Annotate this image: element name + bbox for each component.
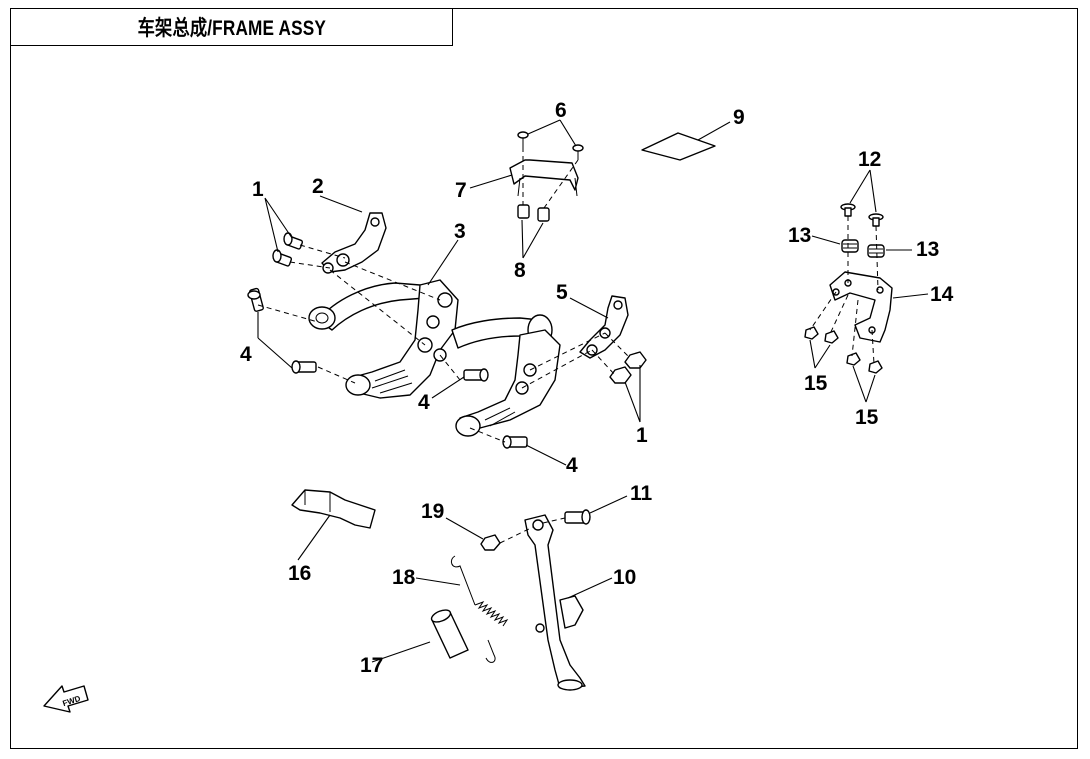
part-13-grommets xyxy=(841,239,885,258)
callout-14: 14 xyxy=(930,283,954,306)
page-title: 车架总成/FRAME ASSY xyxy=(137,17,326,40)
callout-9: 9 xyxy=(733,106,745,129)
callout-16: 16 xyxy=(288,562,311,585)
callout-leader-lines xyxy=(257,119,929,663)
callout-4-left: 4 xyxy=(240,343,252,366)
callout-10: 10 xyxy=(613,566,636,589)
callout-13-right: 13 xyxy=(916,238,939,261)
drawing-sheet-border xyxy=(10,8,1078,749)
callout-15-right: 15 xyxy=(855,406,879,429)
forward-direction-arrow-icon: FWD xyxy=(43,685,89,713)
part-9-pad xyxy=(641,132,716,161)
part-1-bolts-right xyxy=(609,351,647,384)
callout-15-left: 15 xyxy=(804,372,828,395)
title-block: 车架总成/FRAME ASSY xyxy=(10,8,453,46)
callout-1-left: 1 xyxy=(252,178,264,201)
callout-4-bottom: 4 xyxy=(566,454,578,477)
callout-11: 11 xyxy=(630,482,653,505)
callout-5: 5 xyxy=(556,281,568,304)
callout-19: 19 xyxy=(421,500,444,523)
part-18-spring xyxy=(450,555,509,663)
part-2-left-bracket xyxy=(321,212,387,274)
part-17-sleeve xyxy=(430,609,469,659)
callout-1-right: 1 xyxy=(636,424,648,447)
assembly-center-lines xyxy=(257,147,879,544)
callout-4-middle: 4 xyxy=(418,391,430,414)
part-7-mount-plate xyxy=(509,159,579,197)
callout-8: 8 xyxy=(514,259,526,282)
part-1-bolts-left xyxy=(272,232,304,267)
part-15-nuts xyxy=(804,326,883,374)
part-10-side-stand xyxy=(524,514,586,691)
part-19-nut xyxy=(480,534,501,551)
part-12-screws xyxy=(840,203,884,227)
callout-13-left: 13 xyxy=(788,224,811,247)
part-3-main-frame xyxy=(308,279,561,437)
part-16-clip-plate xyxy=(291,489,376,529)
callout-17: 17 xyxy=(360,654,383,677)
callout-12: 12 xyxy=(858,148,881,171)
callout-7: 7 xyxy=(455,179,467,202)
callout-2: 2 xyxy=(312,175,324,198)
part-11-bolt xyxy=(564,509,591,525)
callout-numbers: 1 2 3 4 4 4 5 1 6 7 8 9 12 13 13 14 15 1… xyxy=(240,99,954,677)
callout-18: 18 xyxy=(392,566,416,589)
part-6-screws xyxy=(517,131,584,160)
callout-6: 6 xyxy=(555,99,567,122)
part-14-bracket xyxy=(829,271,893,343)
callout-3: 3 xyxy=(454,220,466,243)
